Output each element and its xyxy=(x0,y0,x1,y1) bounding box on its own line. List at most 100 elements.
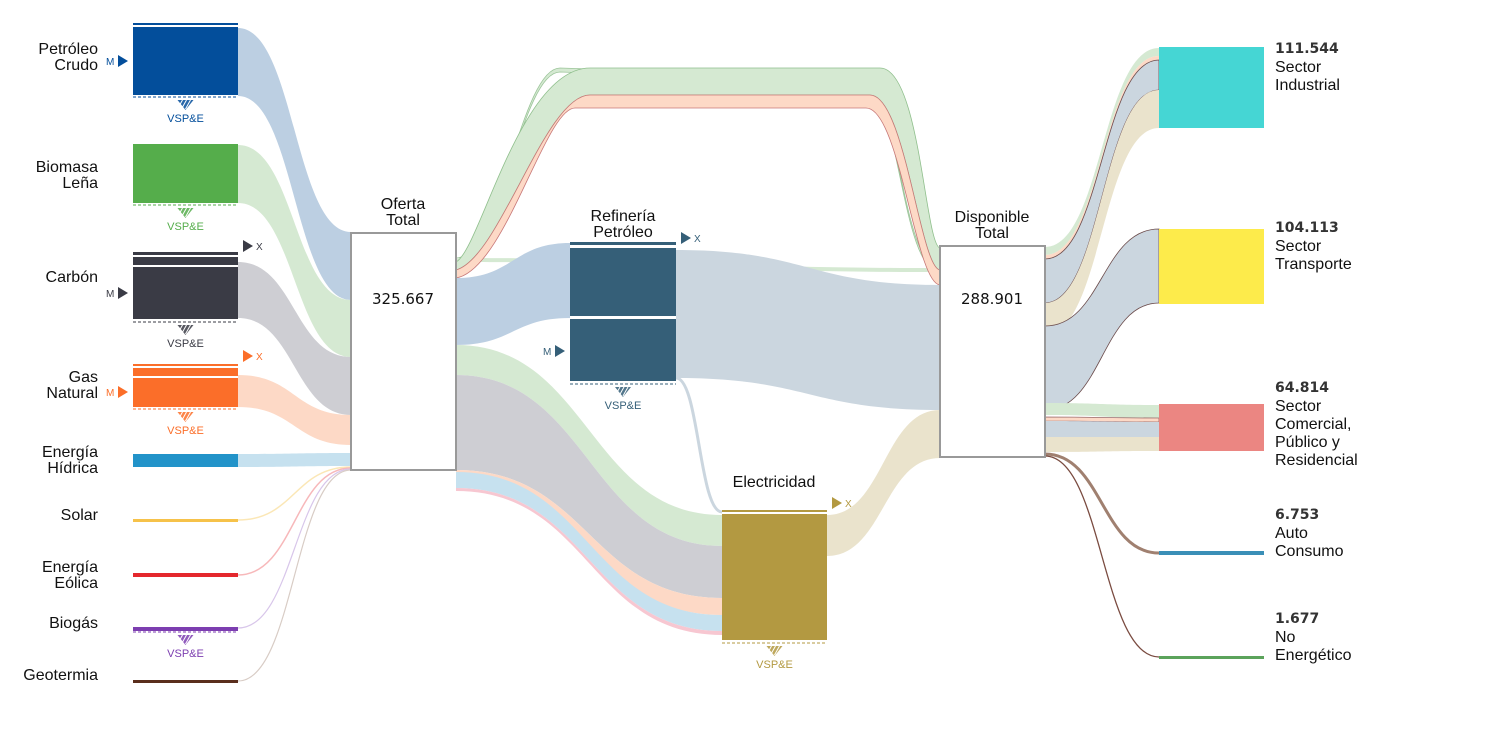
source-label-gas-line: Gas xyxy=(69,369,98,386)
source-bar-gas xyxy=(133,378,238,407)
source-label-biomasa-line: Biomasa xyxy=(36,159,98,176)
node-refineria-export-bar xyxy=(570,242,676,245)
stock-marker-electricidad-stock-icon xyxy=(766,645,784,656)
stock-marker-gas-label: VSP&E xyxy=(167,425,204,437)
nodes xyxy=(118,23,1264,683)
stock-hatch xyxy=(189,99,195,110)
stock-marker-carbon-stock-icon xyxy=(177,324,195,335)
sink-label-transporte-line: Sector xyxy=(1275,238,1322,255)
stock-hatch xyxy=(177,411,183,422)
node-refineria-upper xyxy=(570,248,676,316)
sink-value-noenergetico: 1.677 xyxy=(1275,611,1319,627)
stock-hatch xyxy=(177,634,183,645)
link-biogas-oferta xyxy=(237,468,352,629)
link-eolica-oferta xyxy=(237,467,352,576)
link-disp-comercial-biomasa xyxy=(1045,403,1159,418)
import-marker-petroleo-letter: M xyxy=(106,57,114,68)
source-bar-carbon-export2 xyxy=(133,257,238,265)
sink-label-noenergetico-line: Energético xyxy=(1275,647,1352,664)
link-oferta-electricidad-hidrica xyxy=(456,472,722,631)
sink-node-noenergetico xyxy=(1159,656,1264,659)
link-disp-comercial-petro xyxy=(1045,421,1159,437)
sink-label-autoconsumo-line: Auto xyxy=(1275,525,1308,542)
node-refineria-lower xyxy=(570,319,676,381)
link-electricidad-disponible xyxy=(827,410,940,556)
node-oferta-title-line: Oferta xyxy=(381,196,426,213)
source-label-eolica-line: Eólica xyxy=(54,575,98,592)
stock-hatch xyxy=(181,411,187,422)
link-oferta-refineria xyxy=(456,243,570,345)
sink-value-transporte: 104.113 xyxy=(1275,220,1339,236)
source-bar-carbon xyxy=(133,267,238,319)
source-bar-gas-export xyxy=(133,364,238,366)
link-oferta-electricidad-carbon xyxy=(456,375,722,598)
source-label-eolica-line: Energía xyxy=(42,559,98,576)
stock-hatch xyxy=(618,386,625,397)
node-oferta-value: 325.667 xyxy=(372,290,434,308)
link-disp-industrial-elec xyxy=(1045,90,1159,335)
sink-label-comercial-line: Residencial xyxy=(1275,452,1358,469)
source-node-carbon xyxy=(133,252,238,319)
sink-value-autoconsumo: 6.753 xyxy=(1275,507,1319,523)
source-label-petroleo-line: Crudo xyxy=(54,57,98,74)
sink-node-industrial xyxy=(1159,47,1264,128)
stock-marker-biogas-label: VSP&E xyxy=(167,648,204,660)
node-refineria-title-line: Petróleo xyxy=(593,224,653,241)
source-label-geotermia: Geotermia xyxy=(23,667,98,684)
source-bar-petroleo xyxy=(133,27,238,95)
stock-hatch xyxy=(189,411,195,422)
sink-label-autoconsumo-line: Consumo xyxy=(1275,543,1344,560)
import-marker-carbon-arrow-icon xyxy=(118,287,128,299)
sink-label-comercial-line: Sector xyxy=(1275,398,1322,415)
node-electricidad-export-bar xyxy=(722,510,827,512)
node-disponible-title-line: Disponible xyxy=(955,209,1030,226)
source-node-biogas xyxy=(133,627,238,631)
sink-label-transporte-line: Transporte xyxy=(1275,256,1352,273)
export-marker-gas-letter: X xyxy=(256,352,263,363)
stock-hatch xyxy=(770,645,776,656)
sink-label-industrial-line: Sector xyxy=(1275,59,1322,76)
stock-hatch xyxy=(185,99,191,110)
source-bar-eolica xyxy=(133,573,238,577)
stock-marker-biomasa-label: VSP&E xyxy=(167,221,204,233)
sink-node-autoconsumo xyxy=(1159,551,1264,555)
node-electricidad-title-line: Electricidad xyxy=(733,474,816,491)
stock-hatch xyxy=(177,324,183,335)
source-label-biogas: Biogás xyxy=(49,615,98,632)
link-disp-comercial-elec xyxy=(1045,437,1159,452)
node-electricidad-title: Electricidad xyxy=(733,474,816,491)
source-label-solar-line: Solar xyxy=(61,507,99,524)
source-bar-geotermia xyxy=(133,680,238,683)
stock-hatch xyxy=(189,634,195,645)
source-bar-biomasa xyxy=(133,144,238,203)
source-bar-biogas xyxy=(133,627,238,631)
stock-hatch xyxy=(778,645,784,656)
source-label-hidrica-line: Energía xyxy=(42,444,98,461)
node-disponible-total xyxy=(939,245,1046,458)
link-oferta-electricidad-gas xyxy=(456,470,722,615)
source-label-solar: Solar xyxy=(61,507,99,524)
source-bar-carbon-export xyxy=(133,252,238,255)
source-label-biomasa-line: Leña xyxy=(62,175,98,192)
stock-marker-carbon-label: VSP&E xyxy=(167,338,204,350)
sink-value-industrial: 111.544 xyxy=(1275,41,1339,57)
stock-hatch xyxy=(185,634,191,645)
export-marker-gas-arrow-icon xyxy=(243,350,253,362)
node-disponible-title-line: Total xyxy=(975,225,1009,242)
sink-label-noenergetico-line: No xyxy=(1275,629,1296,646)
sink-label-comercial-line: Público y xyxy=(1275,434,1340,451)
export-marker-carbon-letter: X xyxy=(256,242,263,253)
sink-node-comercial xyxy=(1159,404,1264,451)
export-marker-electricidad-arrow-icon xyxy=(832,497,842,509)
stock-marker-gas-stock-icon xyxy=(177,411,195,422)
source-bar-hidrica xyxy=(133,454,238,467)
stock-marker-refineria-stock-icon xyxy=(614,386,633,397)
source-label-carbon-line: Carbón xyxy=(46,269,98,286)
